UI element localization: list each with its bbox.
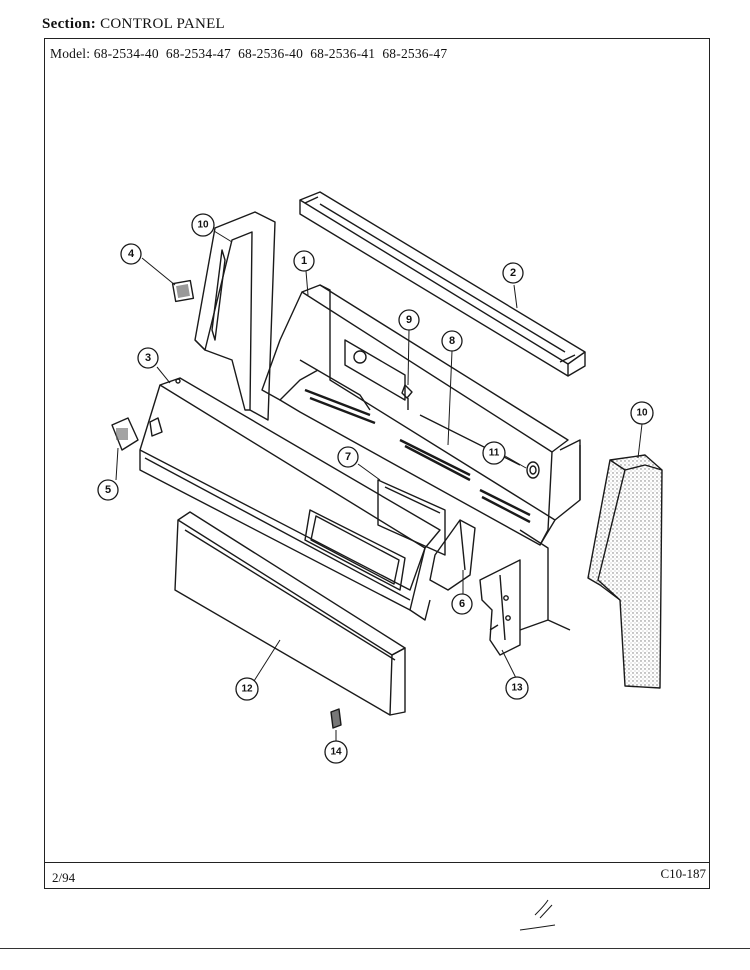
callout-1: [293, 250, 315, 272]
model-label: Model:: [50, 46, 91, 61]
callout-12-label: 12: [241, 684, 253, 695]
callout-2: [502, 262, 524, 284]
part-2-top-rail: [299, 191, 586, 377]
callout-8-label: 8: [449, 335, 455, 347]
model-line: Model: 68-2534-40 68-2534-47 68-2536-40 …: [50, 46, 447, 62]
callout-7-label: 7: [345, 451, 351, 463]
section-value: CONTROL PANEL: [100, 16, 226, 32]
callout-11-label: 11: [489, 448, 500, 459]
callout-3: [137, 347, 159, 369]
callout-13: [505, 676, 529, 700]
callout-9-label: 9: [406, 314, 412, 326]
callout-5: [97, 479, 119, 501]
callout-10b-label: 10: [636, 408, 648, 419]
callout-14: [324, 740, 348, 764]
part-11-grommet: [526, 461, 540, 479]
callout-6: [451, 593, 473, 615]
callout-6-label: 6: [459, 598, 465, 610]
callout-3-label: 3: [145, 352, 151, 364]
callout-4: [120, 243, 142, 265]
footer-date: 2/94: [52, 870, 76, 885]
part-6-bracket: [429, 519, 476, 591]
part-10-left-trim: [194, 211, 276, 421]
callout-10a-label: 10: [197, 220, 209, 231]
section-label: Section:: [42, 16, 97, 32]
callout-1-label: 1: [301, 255, 307, 267]
bottom-rule: [0, 948, 750, 949]
model-numbers: 68-2534-40 68-2534-47 68-2536-40 68-2536…: [93, 46, 448, 61]
part-14-clip: [330, 708, 342, 729]
diagram-frame: [44, 38, 710, 889]
section-title: Section: CONTROL PANEL: [42, 16, 225, 33]
part-5-bracket: [111, 417, 163, 451]
part-12-lower-panel: [174, 511, 406, 716]
footer-divider: [44, 862, 710, 863]
part-3-control-panel: [139, 377, 441, 621]
part-9-clip: [401, 384, 413, 410]
part-4-bracket: [171, 279, 195, 303]
callout-14-label: 14: [330, 747, 342, 758]
callout-13-label: 13: [511, 683, 523, 694]
leader-lines: [115, 230, 643, 742]
callout-11: [482, 441, 506, 465]
part-1-rear-panel: [261, 284, 581, 631]
callout-2-label: 2: [510, 267, 516, 279]
callout-8: [441, 330, 463, 352]
callout-7: [337, 446, 359, 468]
part-13-bracket: [479, 559, 521, 656]
callout-9: [398, 309, 420, 331]
callout-12: [235, 677, 259, 701]
callouts: [97, 213, 654, 764]
callout-5-label: 5: [105, 484, 111, 496]
part-10-right-trim: [587, 454, 663, 689]
pen-marks: [519, 899, 556, 931]
callout-4-label: 4: [128, 248, 135, 260]
callout-10a: [191, 213, 215, 237]
footer-code: C10-187: [660, 866, 707, 881]
part-7-insulation: [377, 479, 446, 556]
callout-10b: [630, 401, 654, 425]
